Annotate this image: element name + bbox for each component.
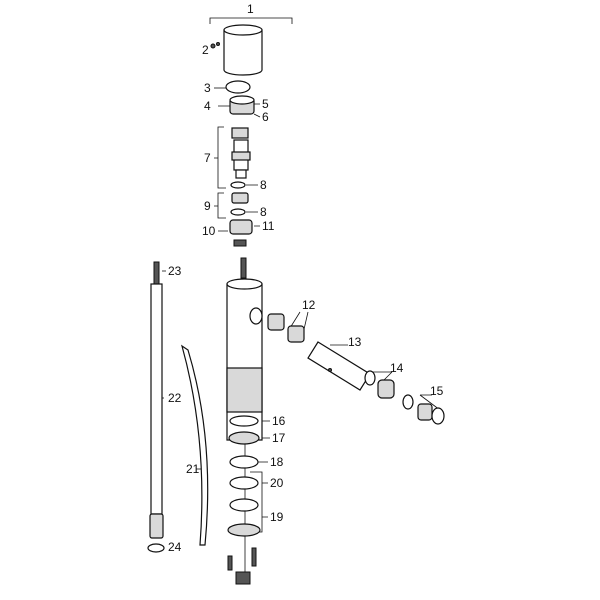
callout-label-20: 20: [270, 476, 284, 490]
callout-label-24: 24: [168, 540, 182, 554]
callout-label-10: 10: [202, 224, 216, 238]
gasket-strip-part-21: [180, 344, 209, 546]
leader-lines: [156, 17, 441, 548]
callout-label-5: 5: [262, 97, 269, 111]
callout-label-13: 13: [348, 335, 362, 349]
spout-part-13: [307, 341, 371, 391]
washer-part-24: [147, 543, 165, 553]
callout-label-16: 16: [272, 414, 286, 428]
insert-part-10-11: [229, 219, 253, 247]
cartridge-part-7: [231, 127, 251, 179]
callout-label-14: 14: [390, 361, 404, 375]
aerator-part-15: [402, 394, 445, 425]
o-ring-part-8b: [230, 208, 246, 216]
nut-part-4-5-6: [229, 95, 255, 115]
valve-part-9: [231, 192, 249, 204]
cap-part-1: [223, 24, 263, 76]
callout-label-3: 3: [204, 81, 211, 95]
set-screw-part-2: [210, 42, 220, 49]
callout-label-7: 7: [204, 151, 211, 165]
callout-label-12: 12: [302, 298, 316, 312]
callout-label-19: 19: [270, 510, 284, 524]
callout-label-2: 2: [202, 43, 209, 57]
callout-label-4: 4: [204, 99, 211, 113]
connector-part-12: [249, 307, 305, 343]
callout-label-22: 22: [168, 391, 182, 405]
callout-label-23: 23: [168, 264, 182, 278]
callout-label-21: 21: [186, 462, 200, 476]
aerator-part-14: [364, 370, 395, 399]
callout-label-9: 9: [204, 199, 211, 213]
callout-label-17: 17: [272, 431, 286, 445]
o-ring-part-8a: [230, 181, 246, 189]
hose-part-22-23: [149, 261, 164, 539]
washers-part-16-20: [227, 415, 261, 537]
callout-label-11: 11: [262, 219, 275, 233]
callout-label-18: 18: [270, 455, 284, 469]
callout-label-15: 15: [430, 384, 444, 398]
ring-part-3: [225, 80, 251, 94]
callout-label-8: 8: [260, 178, 267, 192]
callout-label-6: 6: [262, 110, 269, 124]
callout-label-1: 1: [247, 2, 254, 16]
callout-label-8: 8: [260, 205, 267, 219]
